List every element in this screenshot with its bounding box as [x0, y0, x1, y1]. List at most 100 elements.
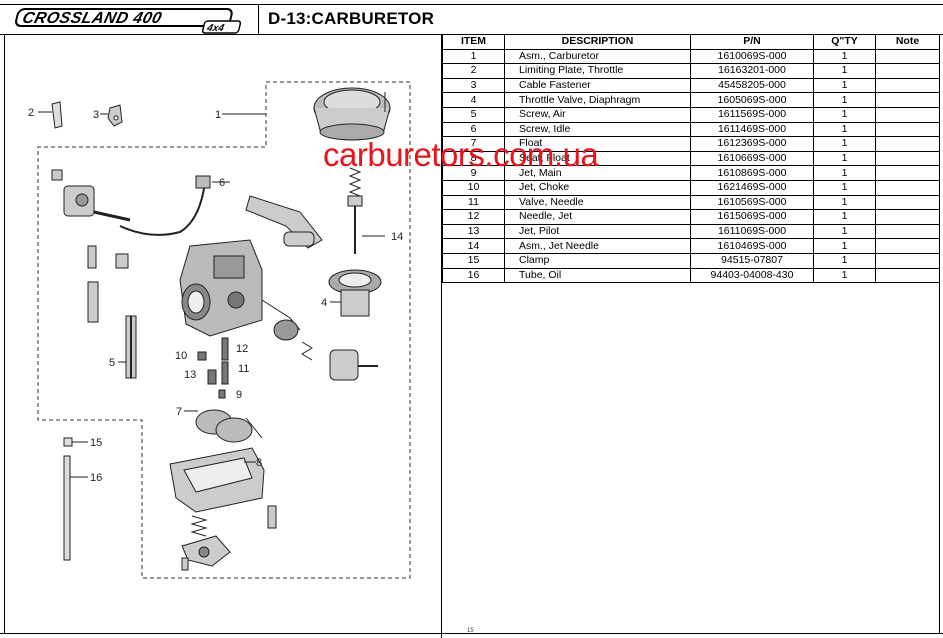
cell-item: 16 — [442, 267, 505, 284]
cell-item: 12 — [442, 209, 505, 225]
callout-14: 14 — [391, 231, 403, 243]
cell-item: 15 — [442, 252, 505, 269]
choke-plunger-icon — [245, 195, 323, 249]
frame-left — [4, 34, 5, 634]
cell-note — [875, 165, 940, 181]
limiting-plate-icon — [51, 101, 63, 129]
drain-cover-icon — [181, 515, 231, 571]
cell-note — [875, 136, 940, 152]
callout-2: 2 — [28, 107, 34, 119]
cell-qty: 1 — [813, 48, 876, 65]
cell-note — [875, 209, 940, 225]
cell-item: 10 — [442, 179, 505, 196]
cell-qty: 1 — [813, 179, 876, 196]
cell-pn: 16163201-000 — [690, 63, 814, 79]
cell-item: 3 — [442, 77, 505, 94]
cell-pn: 1621469S-000 — [690, 179, 814, 196]
callout-9: 9 — [236, 389, 242, 401]
float-icon — [195, 409, 263, 443]
bottom-border — [0, 633, 943, 634]
jets-group-icon — [197, 337, 229, 399]
cell-note — [875, 179, 940, 196]
cell-description: Jet, Pilot — [504, 223, 691, 240]
callout-13: 13 — [184, 369, 196, 381]
cell-qty: 1 — [813, 106, 876, 123]
oil-tube-icon — [63, 437, 73, 561]
svg-text:CROSSLAND 400: CROSSLAND 400 — [21, 9, 164, 27]
watermark-text: carburetors.com.ua — [323, 136, 599, 173]
cell-qty: 1 — [813, 209, 876, 225]
cell-item: 2 — [442, 63, 505, 79]
col-header-item: ITEM — [442, 34, 505, 50]
col-header-qty: Q"TY — [813, 34, 876, 50]
crossland-logo-icon: CROSSLAND 400 4x4 — [15, 8, 242, 34]
cell-item: 4 — [442, 92, 505, 108]
throttle-cable-icon — [119, 175, 211, 236]
callout-7: 7 — [176, 406, 182, 418]
cell-pn: 1615069S-000 — [690, 209, 814, 225]
cell-note — [875, 267, 940, 284]
col-header-description: DESCRIPTION — [504, 34, 691, 50]
table-header-row: ITEM DESCRIPTION P/N Q"TY Note — [442, 34, 940, 50]
cell-note — [875, 106, 940, 123]
col-header-note: Note — [875, 34, 940, 50]
cell-pn: 1610569S-000 — [690, 194, 814, 211]
cell-description: Needle, Jet — [504, 209, 691, 225]
cell-note — [875, 92, 940, 108]
page-title: D-13:CARBURETOR — [268, 9, 435, 28]
cell-qty: 1 — [813, 267, 876, 284]
cell-description: Limiting Plate, Throttle — [504, 63, 691, 79]
callout-10: 10 — [175, 350, 187, 362]
carburetor-body-icon — [179, 239, 301, 341]
callout-3: 3 — [93, 109, 99, 121]
idle-screw-icon — [51, 169, 131, 222]
cell-note — [875, 194, 940, 211]
cell-pn: 1611469S-000 — [690, 121, 814, 138]
cell-note — [875, 63, 940, 79]
logo: CROSSLAND 400 4x4 — [4, 5, 259, 35]
cell-note — [875, 223, 940, 240]
cell-note — [875, 150, 940, 167]
callout-15: 15 — [90, 437, 102, 449]
cell-description: Jet, Choke — [504, 179, 691, 196]
callout-5: 5 — [109, 357, 115, 369]
cell-description: Cable Fastener — [504, 77, 691, 94]
cell-item: 1 — [442, 48, 505, 65]
top-cover-icon — [313, 87, 391, 141]
callout-1: 1 — [215, 109, 221, 121]
cell-qty: 1 — [813, 238, 876, 254]
float-bowl-icon — [169, 447, 277, 529]
col-header-pn: P/N — [690, 34, 814, 50]
top-border — [0, 4, 943, 5]
cell-pn: 1610869S-000 — [690, 165, 814, 181]
callout-6: 6 — [219, 177, 225, 189]
cell-note — [875, 77, 940, 94]
cell-pn: 1612369S-000 — [690, 136, 814, 152]
cable-fastener-icon — [107, 104, 123, 127]
page-number: 15 — [467, 628, 474, 634]
cell-item: 11 — [442, 194, 505, 211]
cell-qty: 1 — [813, 121, 876, 138]
cell-note — [875, 252, 940, 269]
accelerator-pump-icon — [301, 341, 378, 381]
cell-description: Tube, Oil — [504, 267, 691, 284]
callout-11: 11 — [238, 363, 249, 375]
cell-item: 14 — [442, 238, 505, 254]
cell-pn: 1611069S-000 — [690, 223, 814, 240]
svg-text:4x4: 4x4 — [205, 23, 226, 34]
cell-qty: 1 — [813, 223, 876, 240]
cell-note — [875, 121, 940, 138]
cell-description: Asm., Carburetor — [504, 48, 691, 65]
cell-item: 6 — [442, 121, 505, 138]
cell-note — [875, 238, 940, 254]
